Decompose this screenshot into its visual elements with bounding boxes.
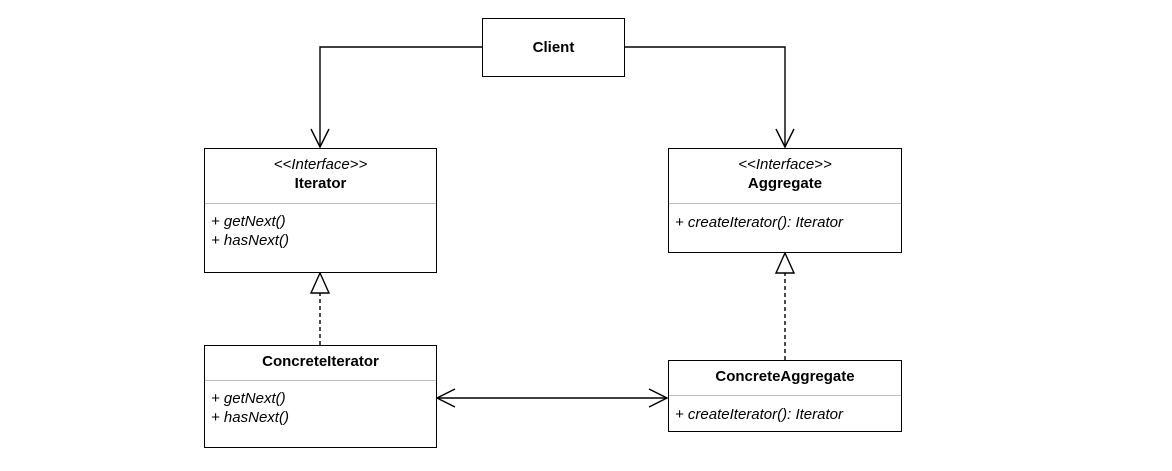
- concrete-iterator-class-name: ConcreteIterator: [262, 353, 379, 370]
- aggregate-divider: [669, 203, 901, 204]
- concrete-aggregate-operations: + createIterator(): Iterator: [675, 405, 897, 424]
- iterator-divider: [205, 203, 436, 204]
- concrete-iterator-operation: + hasNext(): [211, 409, 289, 426]
- aggregate-realization: [774, 251, 796, 360]
- iterator-class-name: Iterator: [294, 175, 347, 192]
- iterator-realization: [309, 271, 331, 345]
- concrete-aggregate-class-name: ConcreteAggregate: [715, 368, 855, 385]
- iterator-operation: + hasNext(): [211, 232, 289, 249]
- client-to-aggregate-association: [624, 46, 795, 149]
- aggregate-interface-box[interactable]: <<Interface>> Aggregate + createIterator…: [668, 148, 902, 253]
- concrete-aggregate-operation: + createIterator(): Iterator: [675, 406, 843, 423]
- client-class-name: Client: [532, 39, 575, 56]
- concrete-bidirectional-association: [435, 388, 669, 408]
- iterator-interface-box[interactable]: <<Interface>> Iterator + getNext() + has…: [204, 148, 437, 273]
- aggregate-stereotype: <<Interface>>: [738, 156, 832, 173]
- iterator-operations: + getNext() + hasNext(): [211, 212, 432, 250]
- concrete-aggregate-divider: [669, 395, 901, 396]
- aggregate-operation: + createIterator(): Iterator: [675, 214, 843, 231]
- concrete-aggregate-class-box[interactable]: ConcreteAggregate + createIterator(): It…: [668, 360, 902, 432]
- iterator-operation: + getNext(): [211, 213, 286, 230]
- aggregate-class-name: Aggregate: [747, 175, 823, 192]
- iterator-stereotype: <<Interface>>: [273, 156, 368, 173]
- concrete-iterator-operations: + getNext() + hasNext(): [211, 389, 432, 427]
- concrete-iterator-divider: [205, 380, 436, 381]
- client-class-box[interactable]: Client: [482, 18, 625, 77]
- client-to-iterator-association: [310, 46, 482, 149]
- aggregate-operations: + createIterator(): Iterator: [675, 213, 897, 232]
- concrete-iterator-operation: + getNext(): [211, 390, 286, 407]
- concrete-iterator-class-box[interactable]: ConcreteIterator + getNext() + hasNext(): [204, 345, 437, 448]
